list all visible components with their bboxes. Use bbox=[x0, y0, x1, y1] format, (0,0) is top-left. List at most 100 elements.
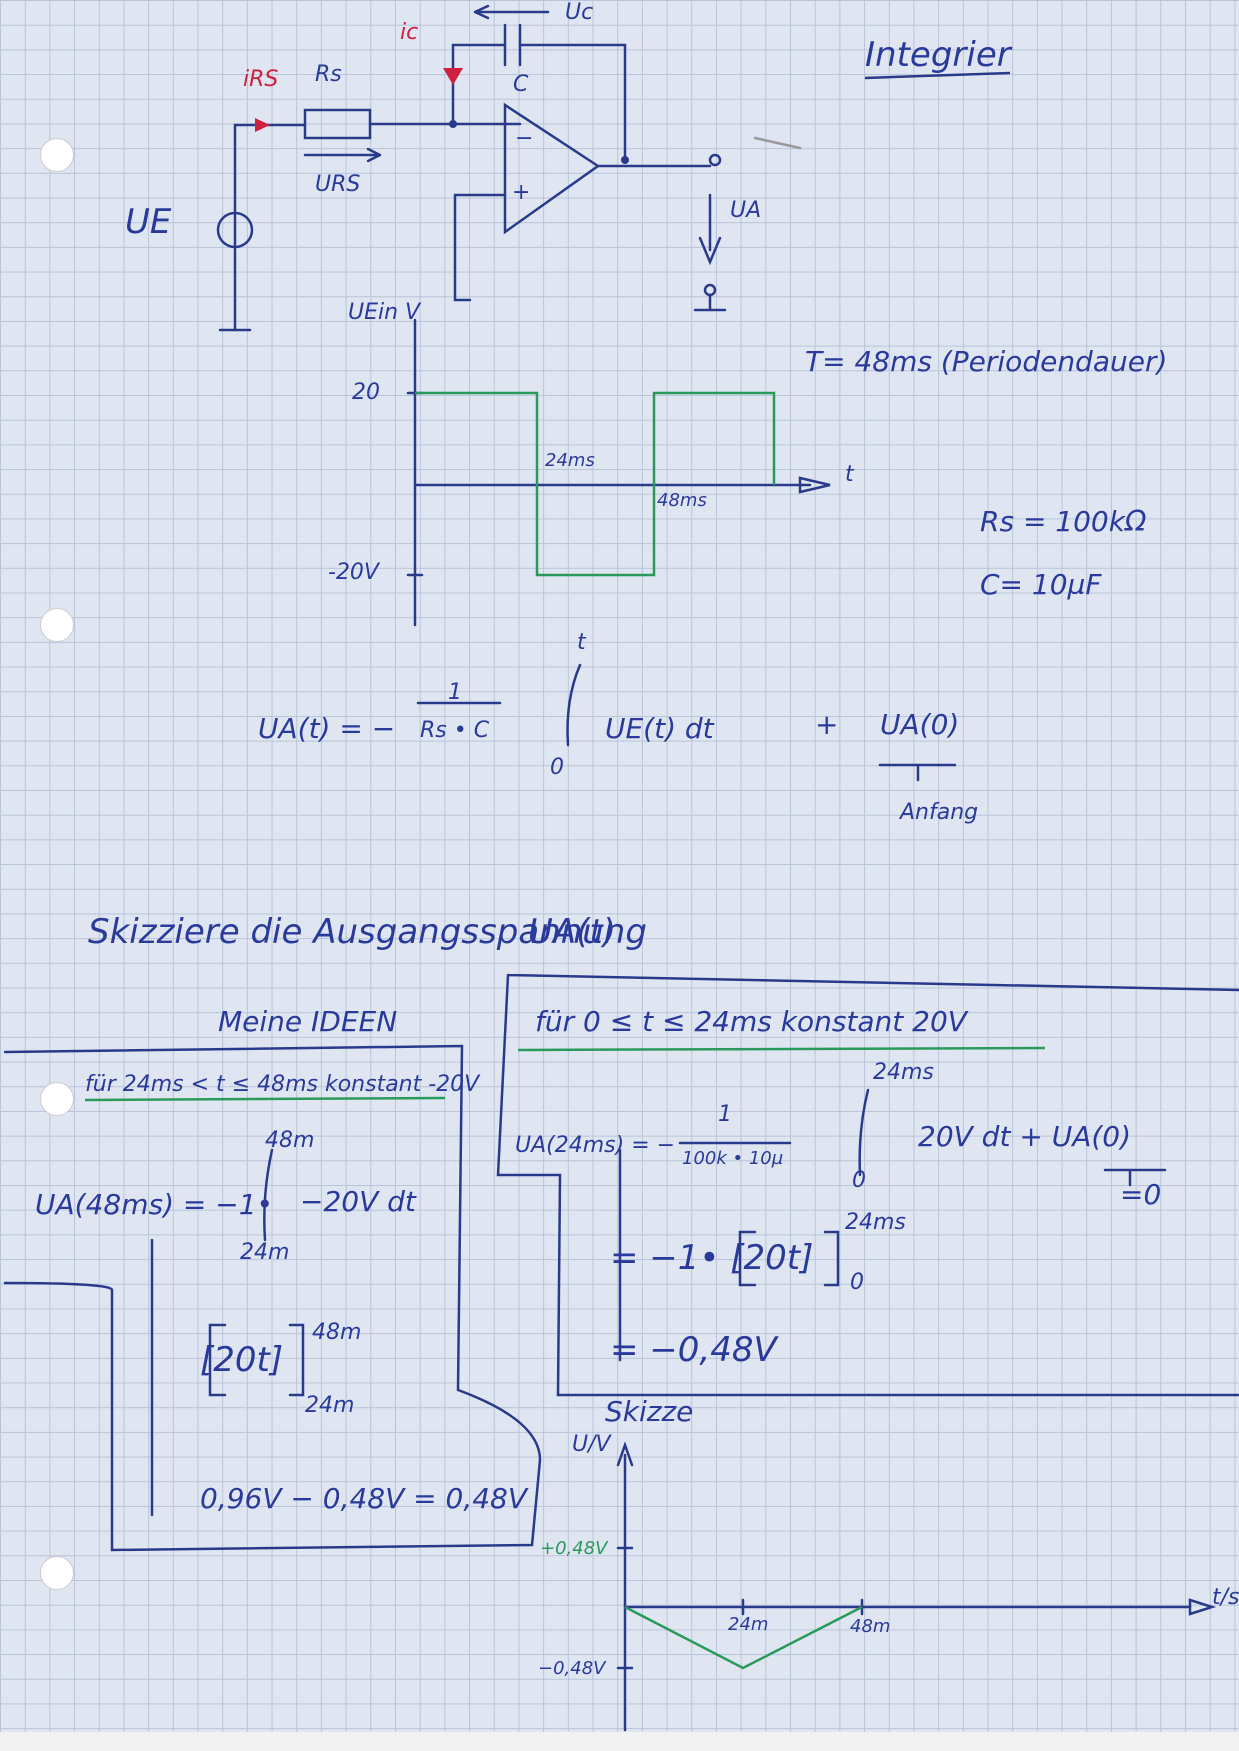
irs-arrow bbox=[255, 118, 270, 132]
label-irs: iRS bbox=[243, 67, 279, 92]
input-plot-ylabel: UEin V bbox=[348, 300, 421, 325]
left-eq1-rhs: −20V dt bbox=[300, 1185, 416, 1218]
label-uc: Uc bbox=[565, 0, 594, 25]
formula-integral bbox=[566, 663, 582, 747]
right-eq2: = −1• [20t] bbox=[610, 1238, 814, 1278]
formula-lhs: UA(t) = − bbox=[258, 712, 396, 745]
underline-left-condition bbox=[84, 1096, 446, 1102]
punch-hole-4 bbox=[40, 1556, 74, 1590]
formula-num: 1 bbox=[448, 680, 462, 705]
right-eq2-upper: 24ms bbox=[845, 1210, 906, 1235]
ground-bottom bbox=[693, 293, 727, 312]
left-eq2-upper: 48m bbox=[312, 1320, 362, 1345]
right-eq3: = −0,48V bbox=[610, 1330, 777, 1370]
formula-den: Rs • C bbox=[420, 718, 490, 743]
page-bottom-edge bbox=[0, 1732, 1239, 1751]
title-underline bbox=[864, 71, 1011, 80]
output-terminal-bottom bbox=[703, 283, 717, 297]
opamp-plus: + bbox=[512, 180, 531, 205]
formula-lower: 0 bbox=[550, 755, 564, 780]
opamp-triangle bbox=[503, 102, 601, 235]
input-plot-y-high: 20 bbox=[352, 380, 380, 405]
right-bracket bbox=[738, 1230, 840, 1287]
page-title: Integrier bbox=[865, 35, 1011, 75]
input-plot-y-low: -20V bbox=[328, 560, 379, 585]
task-ideas: Meine IDEEN bbox=[218, 1005, 398, 1038]
opamp-minus: − bbox=[515, 126, 534, 151]
right-upper: 24ms bbox=[873, 1060, 934, 1085]
output-terminal bbox=[708, 153, 722, 167]
left-condition: für 24ms < t ≤ 48ms konstant -20V bbox=[85, 1072, 480, 1097]
right-integral bbox=[858, 1088, 870, 1177]
left-eq2-lower: 24m bbox=[305, 1393, 355, 1418]
right-frac-num: 1 bbox=[718, 1102, 732, 1127]
sketch-ylabel: U/V bbox=[572, 1432, 611, 1457]
right-eq2-lower: 0 bbox=[850, 1270, 864, 1295]
formula-brace bbox=[878, 763, 957, 782]
wire-plus bbox=[453, 193, 507, 302]
task-heading: Skizziere die Ausgangsspannung bbox=[88, 912, 647, 952]
sketch-xlabel: t/s bbox=[1212, 1585, 1239, 1610]
left-eq2: [20t] bbox=[200, 1340, 284, 1380]
left-upper: 48m bbox=[265, 1128, 315, 1153]
label-c: C bbox=[513, 72, 529, 97]
right-lower: 0 bbox=[852, 1168, 866, 1193]
right-frac-den: 100k • 10µ bbox=[682, 1148, 784, 1169]
punch-hole-1 bbox=[40, 138, 74, 172]
right-zero-brace bbox=[1103, 1168, 1167, 1187]
sketch-yarrow bbox=[616, 1441, 634, 1467]
left-bracket bbox=[208, 1323, 305, 1397]
right-eq1-rhs: 20V dt + UA(0) bbox=[918, 1120, 1132, 1153]
sketch-xarrow bbox=[1188, 1598, 1217, 1616]
ua-arrow bbox=[698, 193, 722, 266]
sketch-ticks bbox=[616, 1546, 864, 1670]
capacitor-plates bbox=[503, 23, 522, 67]
urs-arrow bbox=[303, 147, 382, 163]
box-right bbox=[496, 973, 1239, 1397]
input-plot-xlabel: t bbox=[845, 462, 854, 487]
sketch-y-neg: −0,48V bbox=[538, 1658, 606, 1679]
formula-plus: + bbox=[815, 708, 839, 741]
resistor-rs bbox=[303, 108, 372, 140]
input-plot-xarrow bbox=[798, 476, 831, 494]
ic-arrow bbox=[443, 68, 463, 85]
formula-upper: t bbox=[577, 630, 586, 655]
formula-initial: UA(0) bbox=[880, 708, 960, 741]
label-urs: URS bbox=[315, 172, 361, 197]
input-plot-mark-48: 48ms bbox=[657, 490, 707, 511]
voltage-source bbox=[216, 211, 254, 249]
left-eq3: 0,96V − 0,48V = 0,48V bbox=[200, 1482, 528, 1515]
input-plot-mark-24: 24ms bbox=[545, 450, 595, 471]
box-left bbox=[3, 1044, 542, 1552]
label-ue: UE bbox=[125, 202, 172, 242]
param-c: C= 10µF bbox=[980, 568, 1102, 601]
punch-hole-2 bbox=[40, 608, 74, 642]
opamp-mark bbox=[753, 136, 802, 150]
label-rs: Rs bbox=[315, 62, 342, 87]
left-eq1-lhs: UA(48ms) = −1• bbox=[35, 1188, 274, 1221]
input-square-wave bbox=[415, 391, 776, 577]
param-rs: Rs = 100kΩ bbox=[980, 505, 1147, 538]
sketch-y-pos: +0,48V bbox=[540, 1538, 608, 1559]
formula-integrand: UE(t) dt bbox=[605, 712, 714, 745]
wire-feedback bbox=[451, 43, 627, 162]
sketch-x-48: 48m bbox=[850, 1616, 891, 1637]
wire-input bbox=[233, 123, 307, 332]
left-integral bbox=[263, 1148, 274, 1242]
right-condition: für 0 ≤ t ≤ 24ms konstant 20V bbox=[535, 1005, 967, 1038]
output-triangle-wave bbox=[624, 1605, 863, 1670]
uc-arrow bbox=[473, 4, 550, 20]
right-eq1-lhs: UA(24ms) = − bbox=[515, 1133, 676, 1158]
punch-hole-3 bbox=[40, 1082, 74, 1116]
left-lower: 24m bbox=[240, 1240, 290, 1265]
underline-right-condition bbox=[517, 1046, 1046, 1052]
formula-initial-note: Anfang bbox=[900, 800, 979, 825]
param-period: T= 48ms (Periodendauer) bbox=[805, 345, 1168, 378]
right-eq1-zero: =0 bbox=[1120, 1178, 1162, 1211]
label-ic: ic bbox=[400, 20, 419, 45]
sketch-x-24: 24m bbox=[728, 1614, 769, 1635]
label-ua: UA bbox=[730, 198, 762, 223]
sketch-title: Skizze bbox=[605, 1395, 694, 1428]
task-var: UA(t) bbox=[528, 912, 617, 952]
